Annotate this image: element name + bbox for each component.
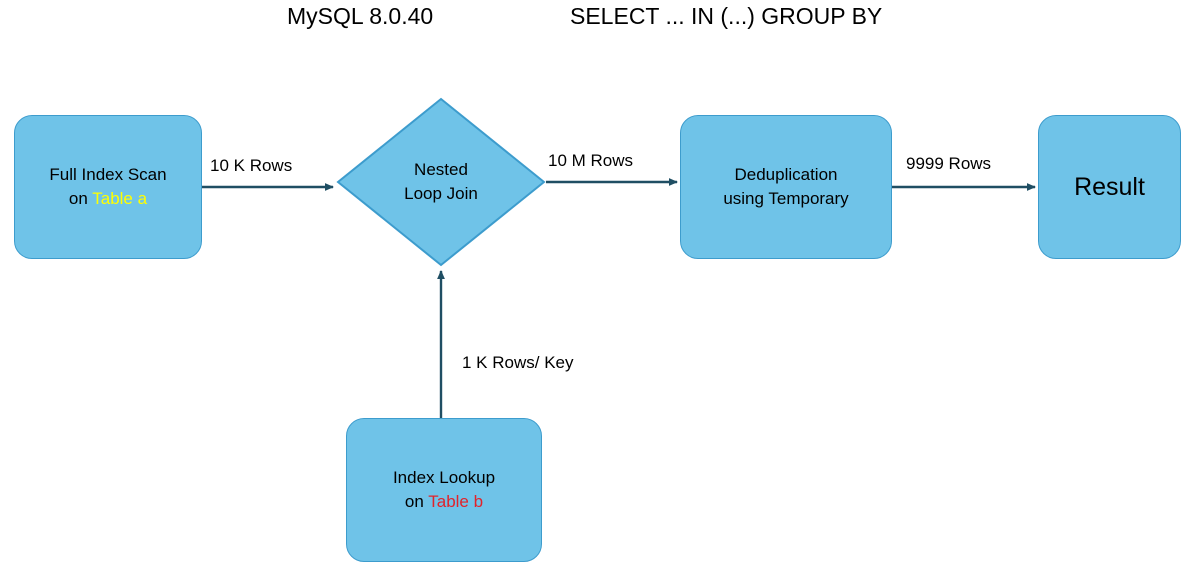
edge-label-lookup-to-join: 1 K Rows/ Key [462, 353, 574, 372]
node-deduplication-line2: using Temporary [723, 189, 849, 208]
title-engine-version: MySQL 8.0.40 [287, 3, 434, 29]
node-result[interactable]: Result [1038, 115, 1181, 259]
edge-label-join-to-dedup: 10 M Rows [548, 151, 634, 170]
node-index-lookup-line1: Index Lookup [392, 468, 496, 487]
node-full-index-scan-line2-prefix: on [68, 189, 93, 208]
node-result-label: Result [1074, 173, 1145, 201]
diamond-shape [336, 97, 546, 267]
node-full-index-scan-table-name: Table a [92, 189, 148, 208]
node-nested-loop-join[interactable]: Nested Loop Join [336, 97, 546, 267]
title-query-shape: SELECT ... IN (...) GROUP BY [570, 3, 883, 29]
node-deduplication[interactable]: Deduplication using Temporary [680, 115, 892, 259]
node-index-lookup[interactable]: Index Lookup on Table b [346, 418, 542, 562]
edge-label-dedup-to-result: 9999 Rows [906, 154, 992, 173]
node-index-lookup-table-name: Table b [428, 492, 484, 511]
node-full-index-scan[interactable]: Full Index Scan on Table a [14, 115, 202, 259]
node-deduplication-label: Deduplication using Temporary [717, 163, 854, 211]
node-full-index-scan-label: Full Index Scan on Table a [43, 163, 172, 211]
edge-label-scan-to-join: 10 K Rows [210, 156, 293, 175]
node-deduplication-line1: Deduplication [734, 165, 838, 184]
node-full-index-scan-line1: Full Index Scan [49, 165, 167, 184]
node-index-lookup-label: Index Lookup on Table b [387, 466, 501, 514]
node-index-lookup-line2-prefix: on [404, 492, 429, 511]
